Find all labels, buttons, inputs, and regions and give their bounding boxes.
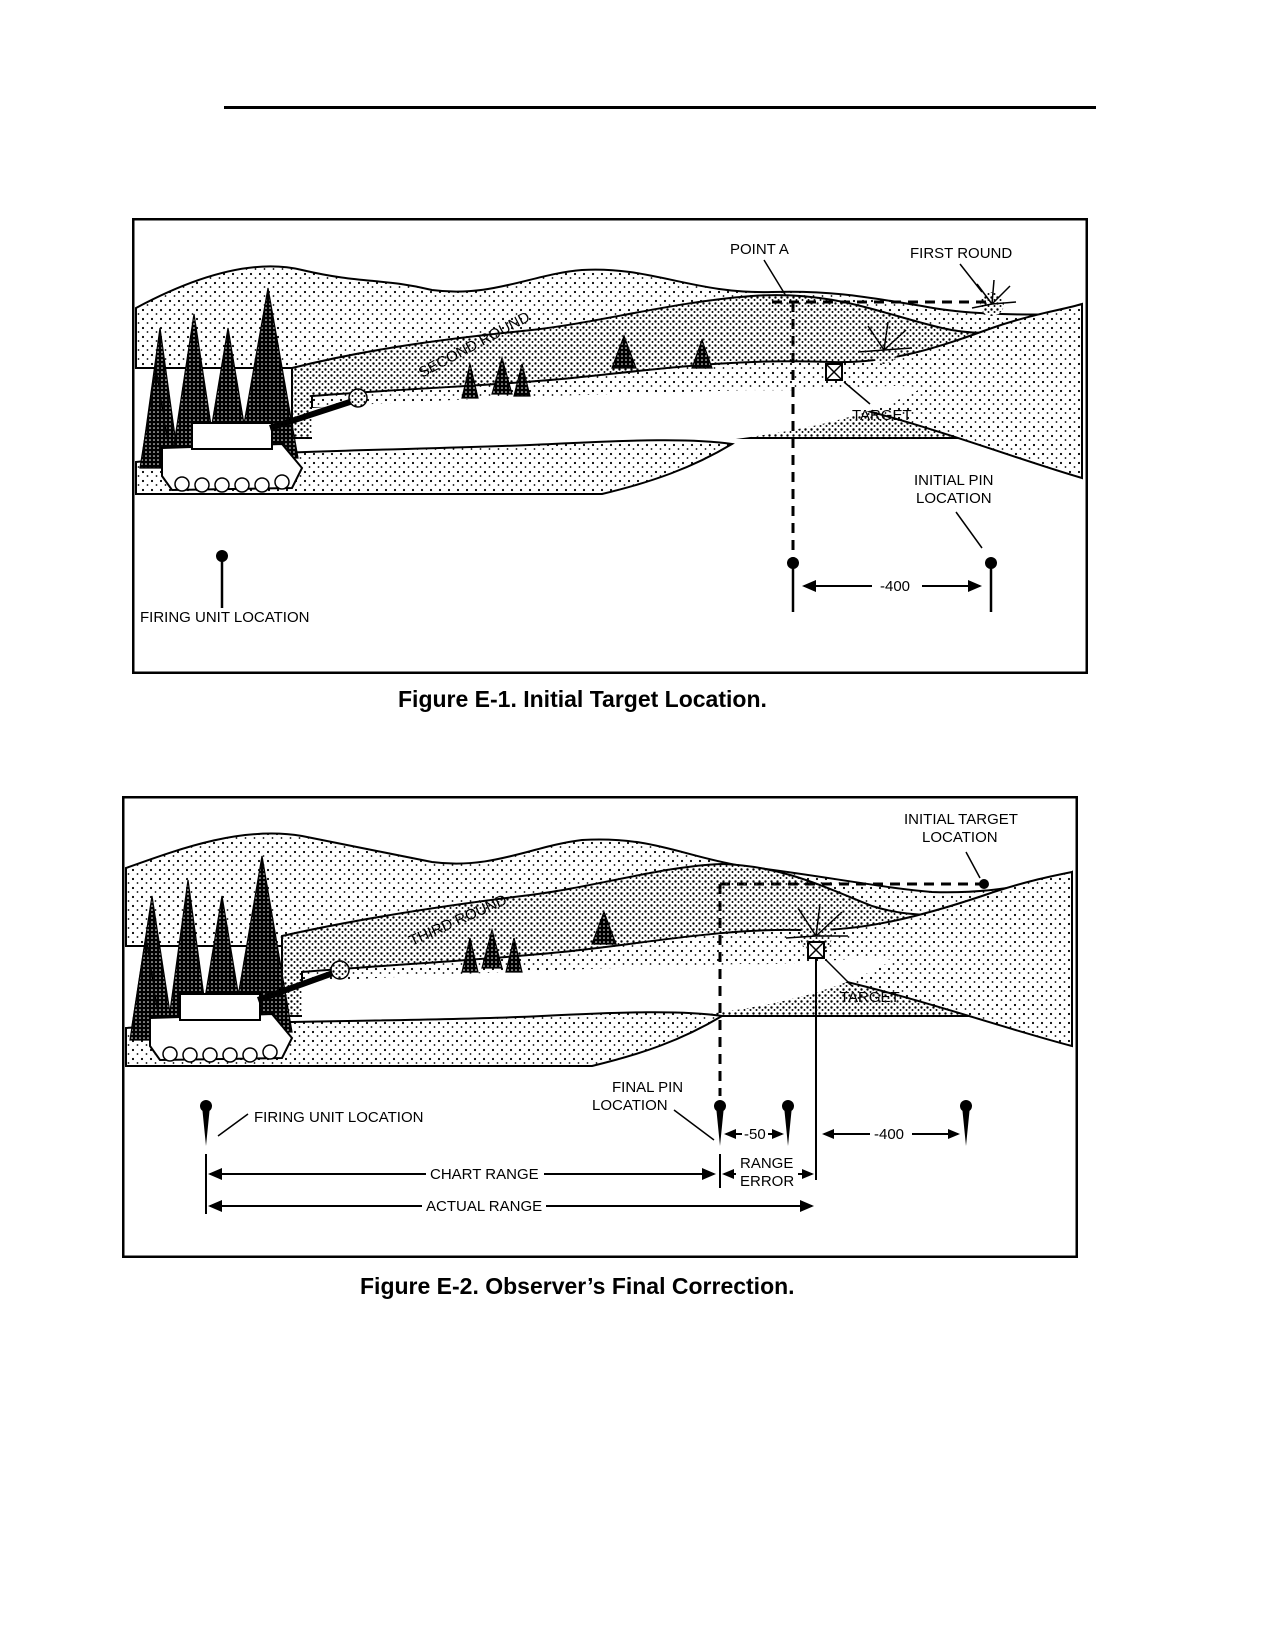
figure-e1-caption: Figure E-1. Initial Target Location. [398, 686, 767, 712]
initial-pin-leader [955, 511, 983, 549]
target-label: TARGET [852, 407, 912, 424]
range-error-arrow [722, 1169, 814, 1179]
initial-pin-icon [985, 557, 997, 612]
initial-target-label-line1: INITIAL TARGET [904, 811, 1018, 828]
chart-range-label: CHART RANGE [430, 1166, 539, 1183]
target-label: TARGET [840, 989, 900, 1006]
firing-unit-pin-icon [200, 1100, 212, 1146]
final-pin-leader [673, 1109, 715, 1141]
firing-unit-pin-icon [216, 550, 228, 608]
range-error-label-line1: RANGE [740, 1155, 793, 1172]
valley-floor [312, 386, 922, 454]
point-a-pin-icon [787, 557, 799, 612]
howitzer-icon [149, 960, 350, 1063]
correction-50-label: -50 [744, 1126, 766, 1143]
range-error-label-line2: ERROR [740, 1173, 794, 1190]
first-round-burst-icon [971, 279, 1017, 316]
target-icon [807, 941, 825, 959]
howitzer-icon [161, 388, 368, 493]
first-round-label: FIRST ROUND [910, 245, 1012, 262]
figure-e1-diagram: SECOND ROUND POINT A FIRST ROUND TARGET … [132, 218, 1088, 674]
initial-target-leader [965, 851, 981, 879]
final-pin-label-line1: FINAL PIN [612, 1079, 683, 1096]
initial-target-point-icon [979, 879, 989, 889]
tree-line [139, 287, 713, 469]
target-icon [825, 363, 843, 381]
final-pin-label-line2: LOCATION [592, 1097, 668, 1114]
correction-400-arrow [822, 1129, 960, 1139]
actual-range-arrow [208, 1200, 814, 1212]
final-pin-icon [714, 1100, 726, 1146]
firing-unit-label: FIRING UNIT LOCATION [254, 1109, 423, 1126]
correction-50-arrow [724, 1129, 784, 1139]
first-round-leader [959, 263, 983, 293]
tree-line [129, 855, 617, 1041]
firing-unit-leader [217, 1113, 249, 1137]
target-leader [843, 381, 871, 405]
initial-pin-label-line1: INITIAL PIN [914, 472, 993, 489]
actual-range-label: ACTUAL RANGE [426, 1198, 542, 1215]
initial-pin-icon [960, 1100, 972, 1146]
firing-unit-label: FIRING UNIT LOCATION [140, 609, 309, 626]
initial-target-label-line2: LOCATION [922, 829, 998, 846]
figure-e2-caption: Figure E-2. Observer’s Final Correction. [360, 1273, 795, 1299]
point-a-label: POINT A [730, 241, 789, 258]
figure-e2-diagram: THIRD ROUND INITIAL TARGET LOCATION TARG… [122, 796, 1078, 1258]
header-rule [224, 106, 1096, 109]
range-shift-label: -400 [880, 578, 910, 595]
valley-floor [302, 958, 892, 1030]
target-leader [825, 959, 853, 987]
second-round-burst-icon [857, 321, 913, 364]
intermediate-pin-icon [782, 1100, 794, 1146]
initial-pin-label-line2: LOCATION [916, 490, 992, 507]
range-shift-arrow [802, 580, 982, 592]
correction-400-label: -400 [874, 1126, 904, 1143]
chart-range-arrow [208, 1168, 716, 1180]
point-a-leader [763, 259, 787, 297]
